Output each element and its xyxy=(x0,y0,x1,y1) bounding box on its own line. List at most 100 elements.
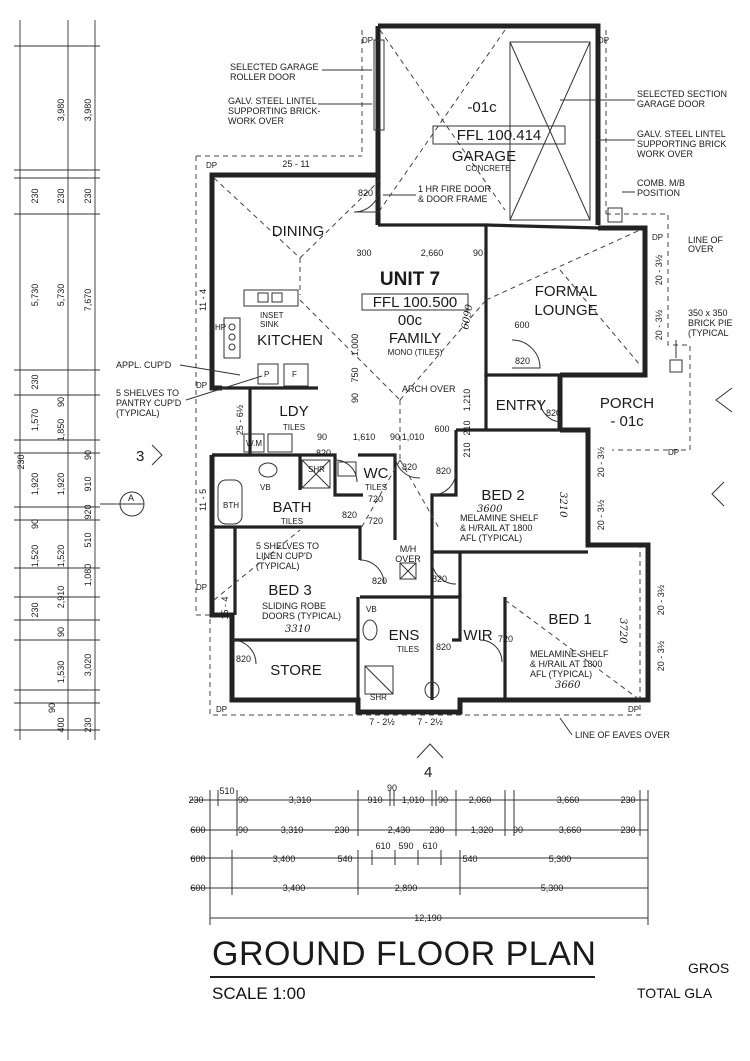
dim-1610: 1,610 xyxy=(353,432,376,442)
dp-garage-left: DP xyxy=(362,36,373,45)
dim-left-230f: 230 xyxy=(30,602,40,617)
note-lintel-r-1: GALV. STEEL LINTEL xyxy=(637,129,726,139)
dim-bottom-2: 7 - 2½ xyxy=(417,717,443,727)
dim-left-2910: 2,910 xyxy=(56,586,66,609)
door-820-ens: 820 xyxy=(436,642,451,652)
dim-left-920: 920 xyxy=(83,504,93,519)
dim-bed1-right-2: 20 - 3½ xyxy=(656,640,666,671)
door-820-bed3: 820 xyxy=(372,576,387,586)
note-robe-2: DOORS (TYPICAL) xyxy=(262,611,341,621)
note-bed2-shelf-3: AFL (TYPICAL) xyxy=(460,533,522,543)
dim-b1-90a: 90 xyxy=(238,795,248,805)
door-820-porch: 820 xyxy=(546,408,561,418)
room-bed3: BED 3 xyxy=(268,582,311,599)
elev-3-label: 3 xyxy=(136,448,144,465)
door-swings xyxy=(231,185,563,665)
dim-b1-230b: 230 xyxy=(620,795,635,805)
dim-right-top: 20 - 3½ xyxy=(654,254,664,285)
total-area-partial: TOTAL GLA xyxy=(637,985,713,1001)
dim-left-1520b: 1,520 xyxy=(56,545,66,568)
family-floor: MONO (TILES) xyxy=(388,348,443,357)
hand-bed2-depth: 3600 xyxy=(477,504,503,515)
door-720-wir: 720 xyxy=(498,634,513,644)
dim-left-1530: 1,530 xyxy=(56,661,66,684)
door-820-formal: 820 xyxy=(515,356,530,366)
door-820-garage: 820 xyxy=(358,188,373,198)
dim-right-mid: 20 - 3½ xyxy=(654,309,664,340)
dim-b3-610a: 610 xyxy=(375,841,390,851)
dim-b4-3400: 3,400 xyxy=(283,883,306,893)
dim-b1-3310: 3,310 xyxy=(289,795,312,805)
room-store: STORE xyxy=(270,662,321,679)
elev-3-arrow xyxy=(151,444,163,466)
dim-b4-600: 600 xyxy=(190,883,205,893)
plan-title: GROUND FLOOR PLAN xyxy=(212,935,597,973)
garage-floor: CONCRETE xyxy=(466,164,511,173)
note-pantry-3: (TYPICAL) xyxy=(116,408,160,418)
bottom-dim-ticks xyxy=(209,790,649,925)
unit-ffl-box xyxy=(361,293,469,311)
internal-dimensions: 25 - 11 11 - 4 25 - 6½ 11 - 5 15 - 4 20 … xyxy=(198,159,666,727)
dim-left-510: 510 xyxy=(83,532,93,547)
note-robe-1: SLIDING ROBE xyxy=(262,601,326,611)
gross-area-partial: GROS xyxy=(688,960,730,976)
dim-b1-910: 910 xyxy=(367,795,382,805)
room-labels: DINING INSET SINK HP KITCHEN P F FAMILY … xyxy=(215,223,654,702)
dim-b3-540a: 540 xyxy=(337,854,352,864)
dim-b3-5300: 5,300 xyxy=(549,854,572,864)
dim-b1-510: 510 xyxy=(219,786,234,796)
room-wir: WIR xyxy=(463,627,492,644)
dp-5: DP xyxy=(628,705,639,714)
ensuite-basin xyxy=(362,619,378,641)
door-820-bed1: 820 xyxy=(432,574,447,584)
bathtub xyxy=(217,479,243,525)
shower-bath xyxy=(301,459,331,489)
dim-b4-5300: 5,300 xyxy=(541,883,564,893)
door-820-store: 820 xyxy=(236,654,251,664)
dim-b2-3310: 3,310 xyxy=(281,825,304,835)
note-roller-2: ROLLER DOOR xyxy=(230,72,296,82)
dim-left-1850: 1,850 xyxy=(56,419,66,442)
door-820-ldy: 820 xyxy=(316,448,331,458)
hand-bed2-width: 3210 xyxy=(557,492,568,518)
dim-left-230b: 230 xyxy=(56,188,66,203)
note-lineof-1: LINE OF xyxy=(688,235,724,245)
dp-4: DP xyxy=(216,705,227,714)
unit-code: 00c xyxy=(398,312,423,329)
dim-dining-side: 11 - 4 xyxy=(198,289,208,311)
dim-600a: 600 xyxy=(514,320,529,330)
house-external-walls xyxy=(209,172,651,715)
bath-floor: TILES xyxy=(281,517,303,526)
fixtures xyxy=(217,207,683,699)
shr-label: SHR xyxy=(308,465,325,474)
dim-600b: 600 xyxy=(434,424,449,434)
door-820-hall: 820 xyxy=(402,462,417,472)
porch-code: - 01c xyxy=(610,413,644,430)
dim-b3-540b: 540 xyxy=(462,854,477,864)
dim-bed2-right-2: 20 - 3½ xyxy=(596,499,606,530)
dim-210b: 210 xyxy=(462,442,472,457)
dim-left-910: 910 xyxy=(83,476,93,491)
dim-90a: 90 xyxy=(473,248,483,258)
dim-overall: 12,190 xyxy=(414,913,442,923)
downpipe-markers: DP DP DP DP DP DP DP xyxy=(196,161,679,714)
dim-left-1520a: 1,520 xyxy=(30,545,40,568)
dim-b1-1010: 1,010 xyxy=(402,795,425,805)
dim-2660: 2,660 xyxy=(421,248,444,258)
note-lintel-l-2: SUPPORTING BRICK- xyxy=(228,106,320,116)
pantry-cupd xyxy=(257,363,279,385)
dim-b2-230c: 230 xyxy=(620,825,635,835)
dim-b3-600: 600 xyxy=(190,854,205,864)
dim-bottom-1: 7 - 2½ xyxy=(369,717,395,727)
dim-left-90d: 90 xyxy=(56,627,66,637)
room-family: FAMILY xyxy=(389,330,441,347)
garage-ffl: FFL 100.414 xyxy=(457,127,542,144)
dim-b4-2890: 2,890 xyxy=(395,883,418,893)
dim-dining-top: 25 - 11 xyxy=(282,159,309,169)
garage-code: -01c xyxy=(467,99,497,116)
room-ldy: LDY xyxy=(279,403,308,420)
dp-7: DP xyxy=(668,448,679,457)
note-firedoor-1: 1 HR FIRE DOOR xyxy=(418,184,492,194)
dim-left-1920a: 1,920 xyxy=(30,473,40,496)
elev-4-arrow xyxy=(416,743,444,759)
